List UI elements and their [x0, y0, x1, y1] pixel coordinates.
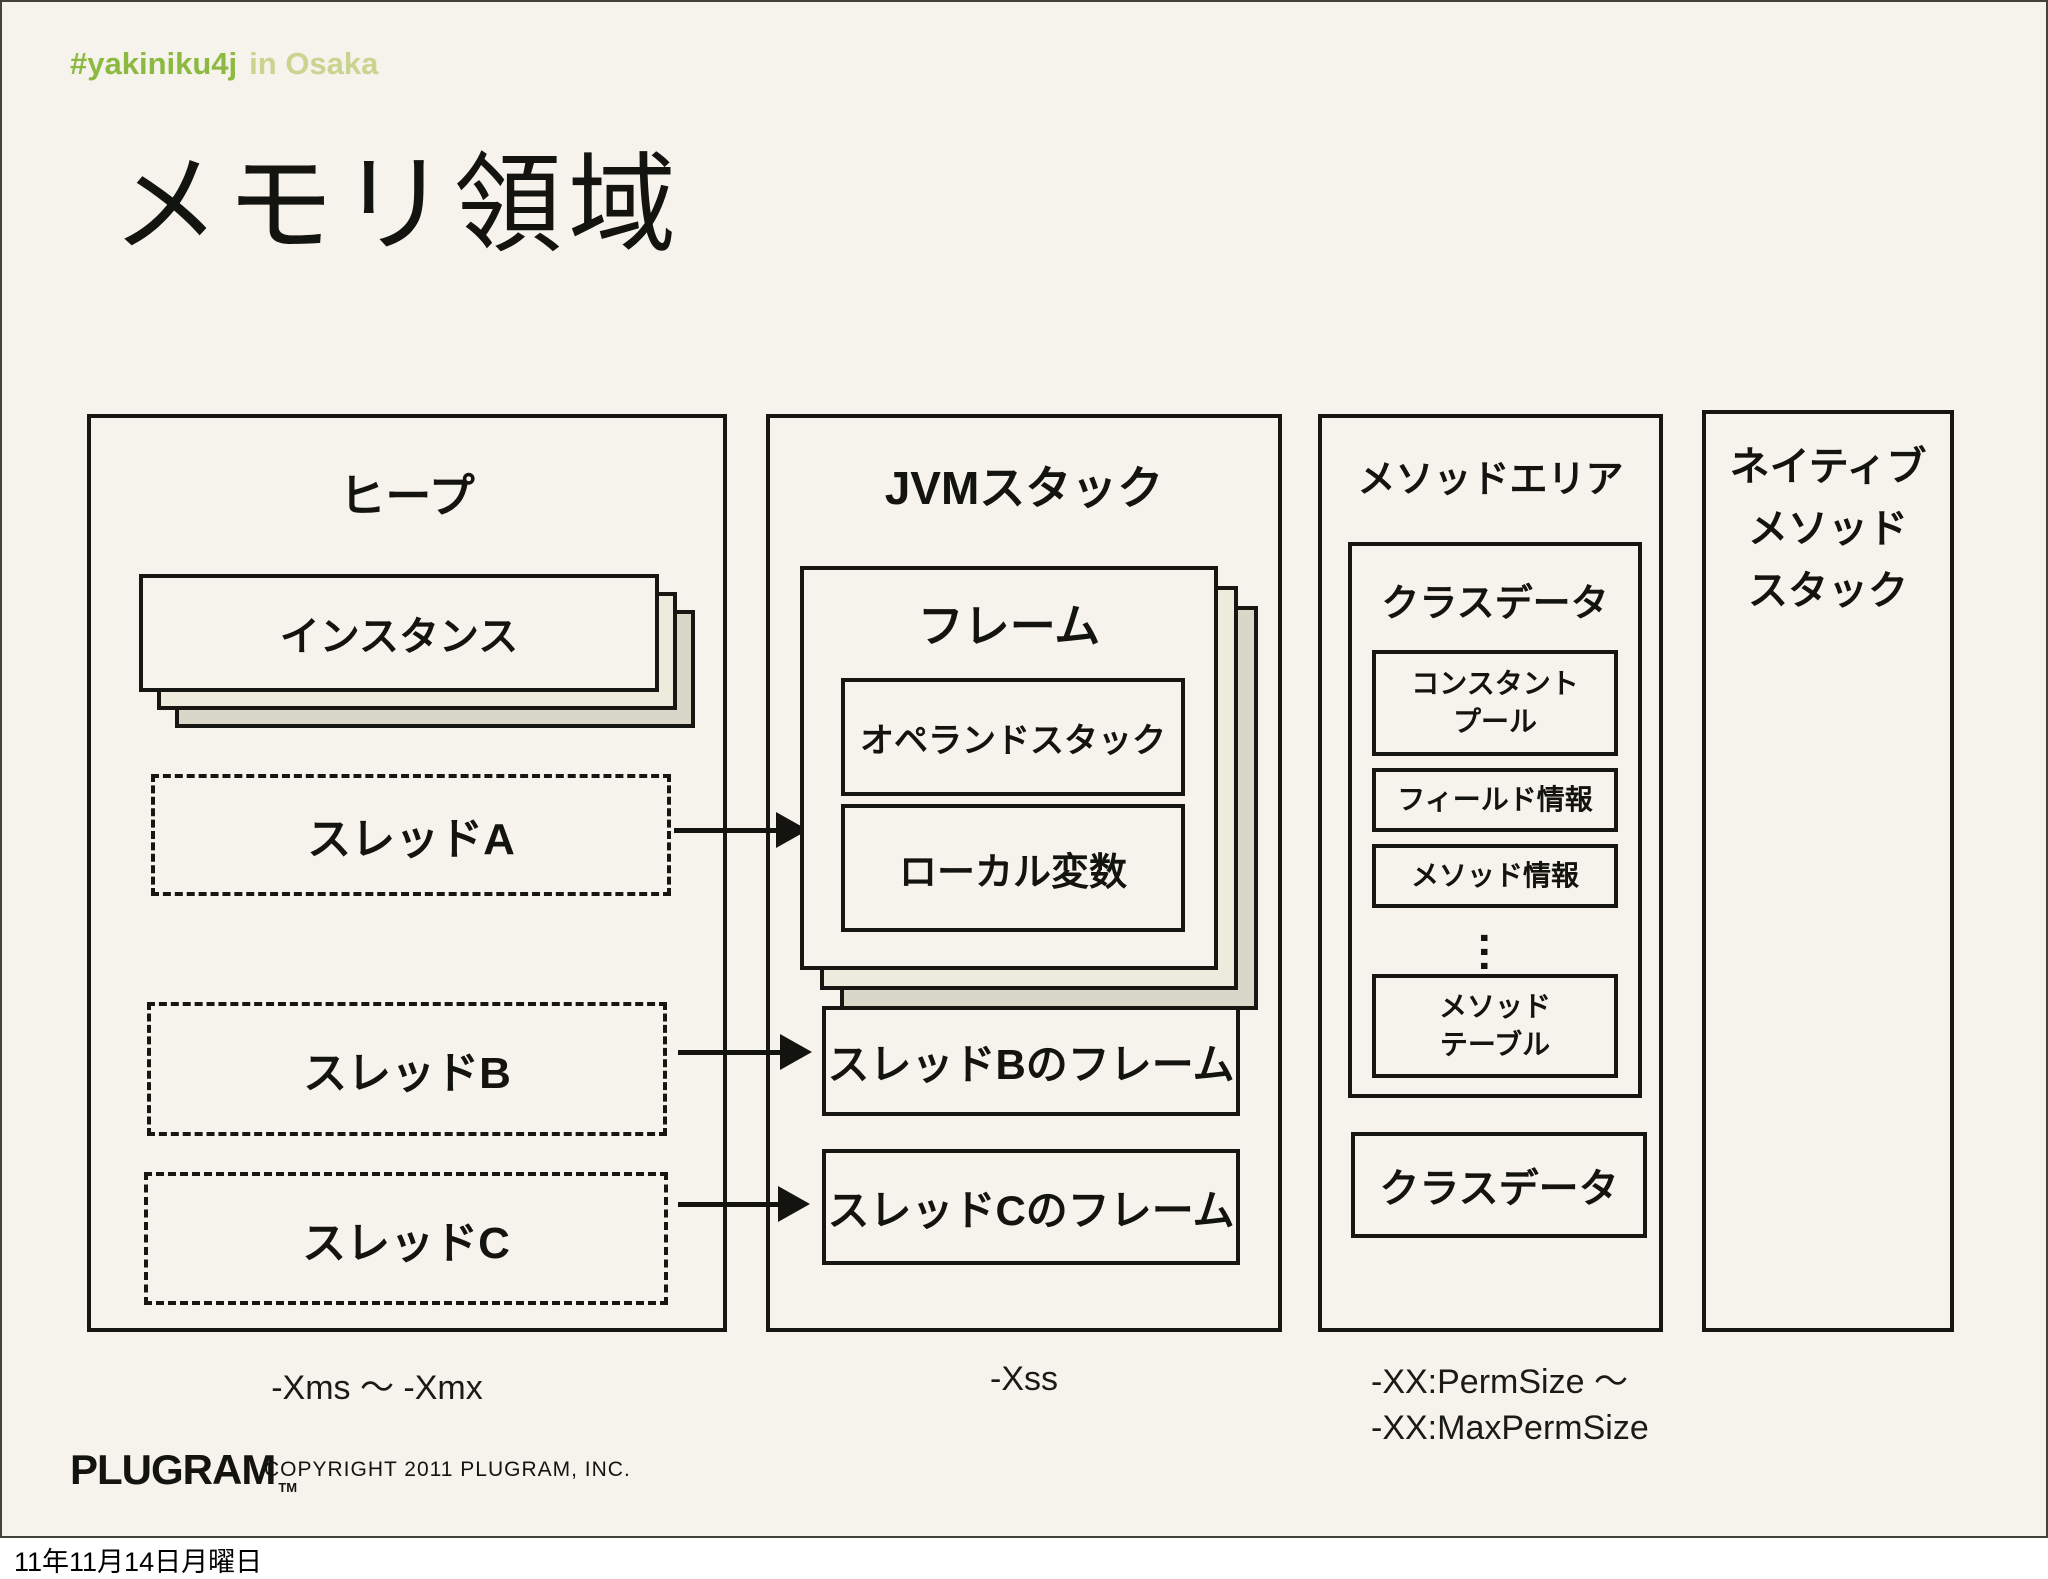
plugram-logo-text: PLUGRAM	[70, 1446, 276, 1493]
jvm-stack-box: JVMスタック フレーム オペランドスタック ローカル変数 スレッドBのフレーム…	[766, 414, 1282, 1332]
hashtag-location-label: in Osaka	[249, 46, 379, 81]
field-info-box: フィールド情報	[1372, 768, 1618, 832]
frame-box: フレーム オペランドスタック ローカル変数	[800, 566, 1218, 970]
thread-b-box: スレッドB	[147, 1002, 667, 1136]
date-strip: 11年11月14日月曜日	[0, 1538, 2048, 1577]
method-info-box: メソッド情報	[1372, 844, 1618, 908]
heap-title: ヒープ	[339, 470, 475, 522]
heap-option-label: -Xms ～ -Xmx	[271, 1369, 483, 1407]
arrow-head-icon	[780, 1034, 812, 1070]
arrow-shaft	[674, 828, 780, 833]
hashtag-label: #yakiniku4j	[70, 46, 238, 81]
method-table-box: メソッド テーブル	[1372, 974, 1618, 1078]
jvm-stack-option-label: -Xss	[990, 1360, 1058, 1398]
jvm-stack-title: JVMスタック	[884, 462, 1164, 514]
copyright-text: COPYRIGHT 2011 PLUGRAM, INC.	[264, 1458, 631, 1481]
native-method-stack-box: ネイティブ メソッド スタック	[1702, 410, 1954, 1332]
thread-b-frame-box: スレッドBのフレーム	[822, 1006, 1240, 1116]
method-area-title: メソッドエリア	[1357, 459, 1624, 501]
arrow-shaft	[678, 1050, 784, 1055]
vertical-ellipsis: …	[1471, 930, 1520, 980]
page-title: メモリ領域	[112, 144, 683, 265]
class-data-title: クラスデータ	[1381, 583, 1609, 625]
constant-pool-box: コンスタント プール	[1372, 650, 1618, 756]
local-variables-box: ローカル変数	[841, 804, 1185, 932]
heap-box: ヒープ インスタンス スレッドA スレッドB スレッドC	[87, 414, 727, 1332]
frame-title: フレーム	[917, 600, 1101, 652]
operand-stack-box: オペランドスタック	[841, 678, 1185, 796]
method-area-box: メソッドエリア クラスデータ コンスタント プール フィールド情報 メソッド情報…	[1318, 414, 1663, 1332]
arrow-thread-b-to-frame	[678, 1034, 812, 1070]
thread-c-frame-box: スレッドCのフレーム	[822, 1149, 1240, 1265]
thread-c-box: スレッドC	[144, 1172, 668, 1305]
class-data-2-box: クラスデータ	[1351, 1132, 1647, 1238]
trademark-mark: TM	[278, 1480, 298, 1495]
instance-box: インスタンス	[139, 574, 659, 692]
date-label: 11年11月14日月曜日	[14, 1547, 263, 1577]
arrow-head-icon	[778, 1186, 810, 1222]
method-area-option-label: -XX:PermSize ～ -XX:MaxPermSize	[1371, 1363, 1649, 1447]
frame-stack: フレーム オペランドスタック ローカル変数	[800, 566, 1262, 1014]
instance-stack: インスタンス	[139, 574, 701, 734]
arrow-shaft	[678, 1202, 782, 1207]
class-data-box: クラスデータ コンスタント プール フィールド情報 メソッド情報 … メソッド …	[1348, 542, 1642, 1098]
arrow-thread-a-to-frame	[674, 812, 808, 848]
thread-a-box: スレッドA	[151, 774, 671, 896]
slide: #yakiniku4j in Osaka メモリ領域 ヒープ インスタンス スレッ…	[0, 0, 2048, 1538]
slide-header: #yakiniku4j in Osaka	[70, 46, 378, 82]
native-method-stack-title: ネイティブ メソッド スタック	[1729, 445, 1927, 613]
arrow-thread-c-to-frame	[678, 1186, 810, 1222]
